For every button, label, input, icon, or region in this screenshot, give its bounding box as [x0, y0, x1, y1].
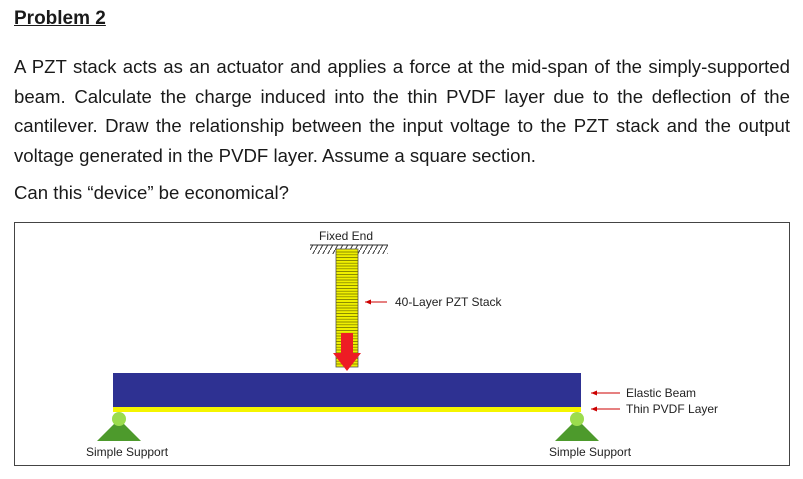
pvdf-label: Thin PVDF Layer: [626, 402, 718, 416]
force-arrow: [333, 333, 361, 371]
pvdf-pointer-head: [591, 406, 597, 412]
pvdf-layer: [113, 407, 581, 412]
beam-figure: Fixed End 40-Layer PZT Stack Elastic Bea…: [14, 222, 790, 466]
right-simple-support: [555, 412, 599, 441]
left-simple-support: [97, 412, 141, 441]
right-support-label: Simple Support: [549, 445, 632, 459]
beam-diagram: Fixed End 40-Layer PZT Stack Elastic Bea…: [86, 229, 718, 459]
problem-heading: Problem 2: [14, 8, 106, 29]
beam-pointer-head: [591, 390, 597, 396]
economy-question: Can this “device” be economical?: [14, 182, 289, 203]
beam-label: Elastic Beam: [626, 386, 696, 400]
stack-pointer-head: [365, 299, 371, 305]
left-support-label: Simple Support: [86, 445, 169, 459]
fixed-end-label: Fixed End: [319, 229, 373, 243]
problem-statement: A PZT stack acts as an actuator and appl…: [14, 56, 790, 166]
elastic-beam: [113, 373, 581, 407]
stack-label: 40-Layer PZT Stack: [395, 295, 502, 309]
